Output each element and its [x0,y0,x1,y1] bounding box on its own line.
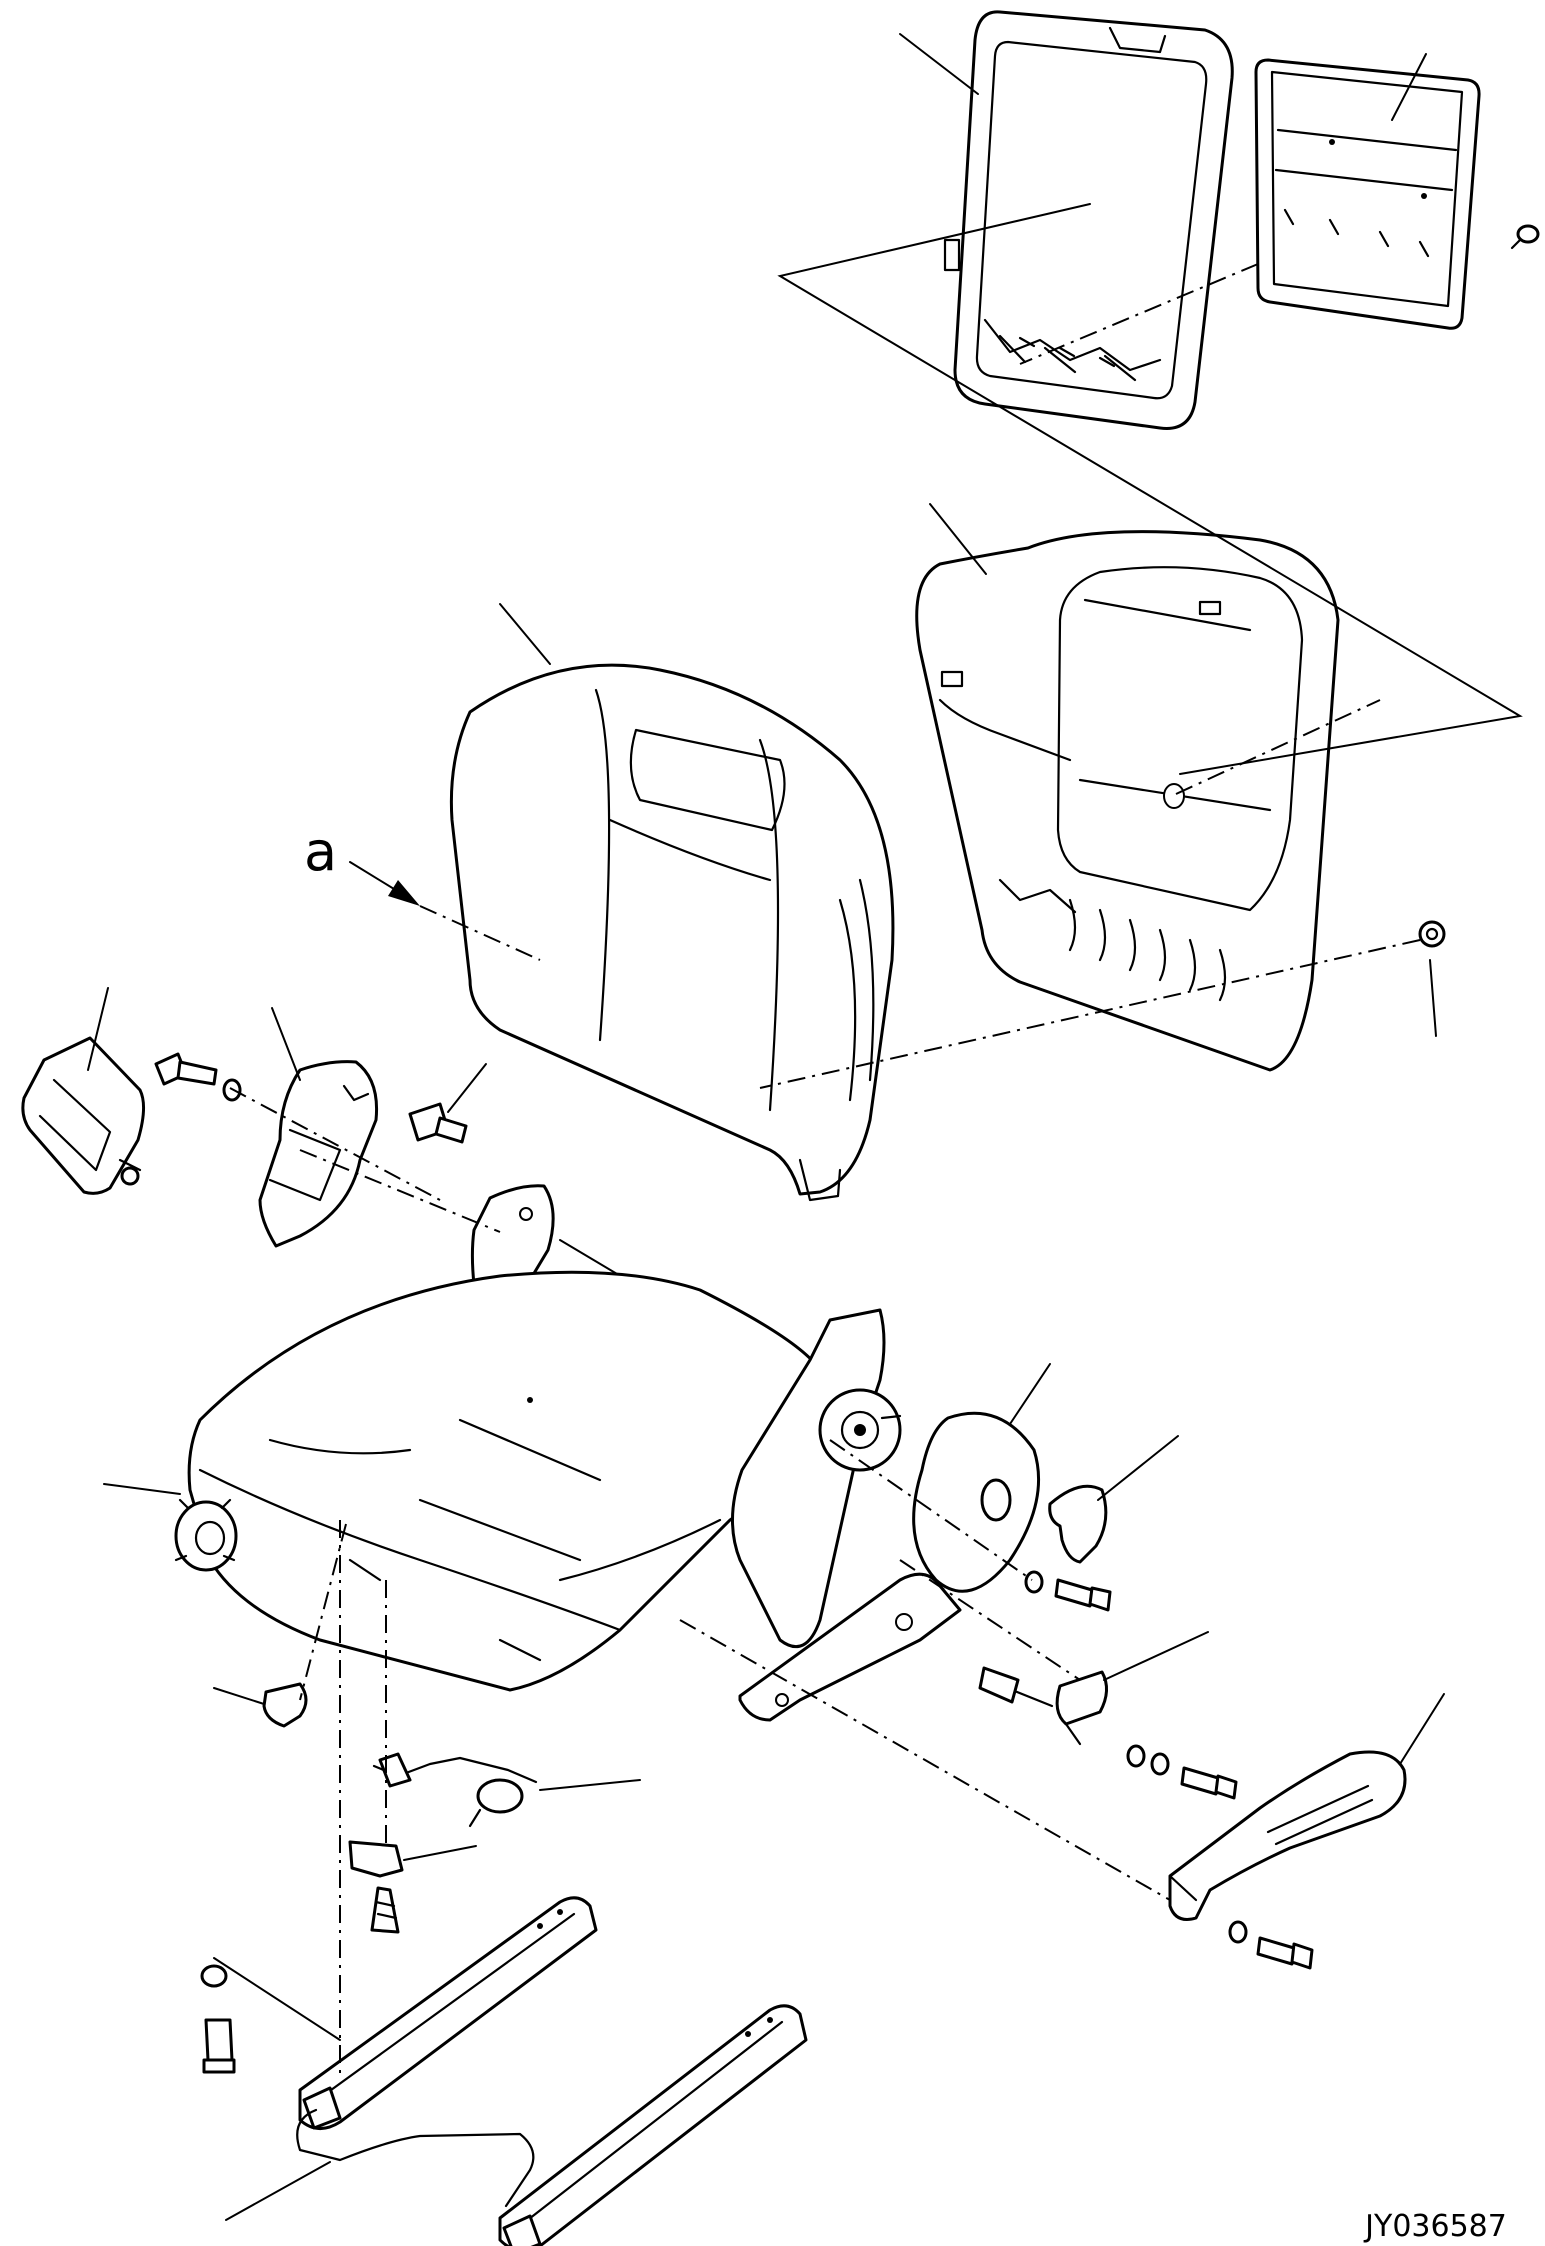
recliner-knob [912,1411,1041,1593]
lever-bolt-set [1228,1920,1314,1970]
recliner-lever [1048,1484,1108,1564]
seat-cushion [187,1270,832,1692]
tapping-screw [370,1886,400,1934]
slide-lever [1168,1750,1407,1921]
recliner-mechanism [731,1308,902,1649]
view-marker-label: a [304,820,337,883]
seat-side-bracket [738,1572,962,1722]
backrest-rear-panel [1254,58,1481,330]
seat-switch [348,1840,404,1878]
retaining-clip [262,1682,308,1728]
backrest-rear-frame [943,10,1234,430]
panel-screw [1510,224,1540,250]
slide-lock-bar [296,2108,535,2208]
backrest-shell [915,530,1340,1072]
seat-belt-buckle [978,1666,1108,1746]
leader-lines [87,33,1523,2221]
lumbar-knob [174,1498,238,1572]
view-marker-a-left: a [304,820,541,961]
hinge-side-cover [258,1060,379,1248]
assembly-lines [229,263,1421,2080]
backrest-cushion [449,663,895,1202]
hinge-bolt [154,1052,242,1102]
lumbar-adjuster-box [21,1036,145,1195]
buckle-bolt-set [1126,1744,1238,1800]
slide-rail-left [298,1896,598,2130]
drawing-number: JY036587 [1363,2209,1507,2244]
slide-rail-right [498,2004,808,2246]
recliner-bolt-set [1024,1570,1112,1612]
rail-bolt-set [200,1964,236,2074]
recliner-bolt [408,1102,468,1144]
shell-nut [1418,920,1446,948]
hinge-plate [470,1184,555,1302]
seat-wire-harness [372,1752,538,1828]
